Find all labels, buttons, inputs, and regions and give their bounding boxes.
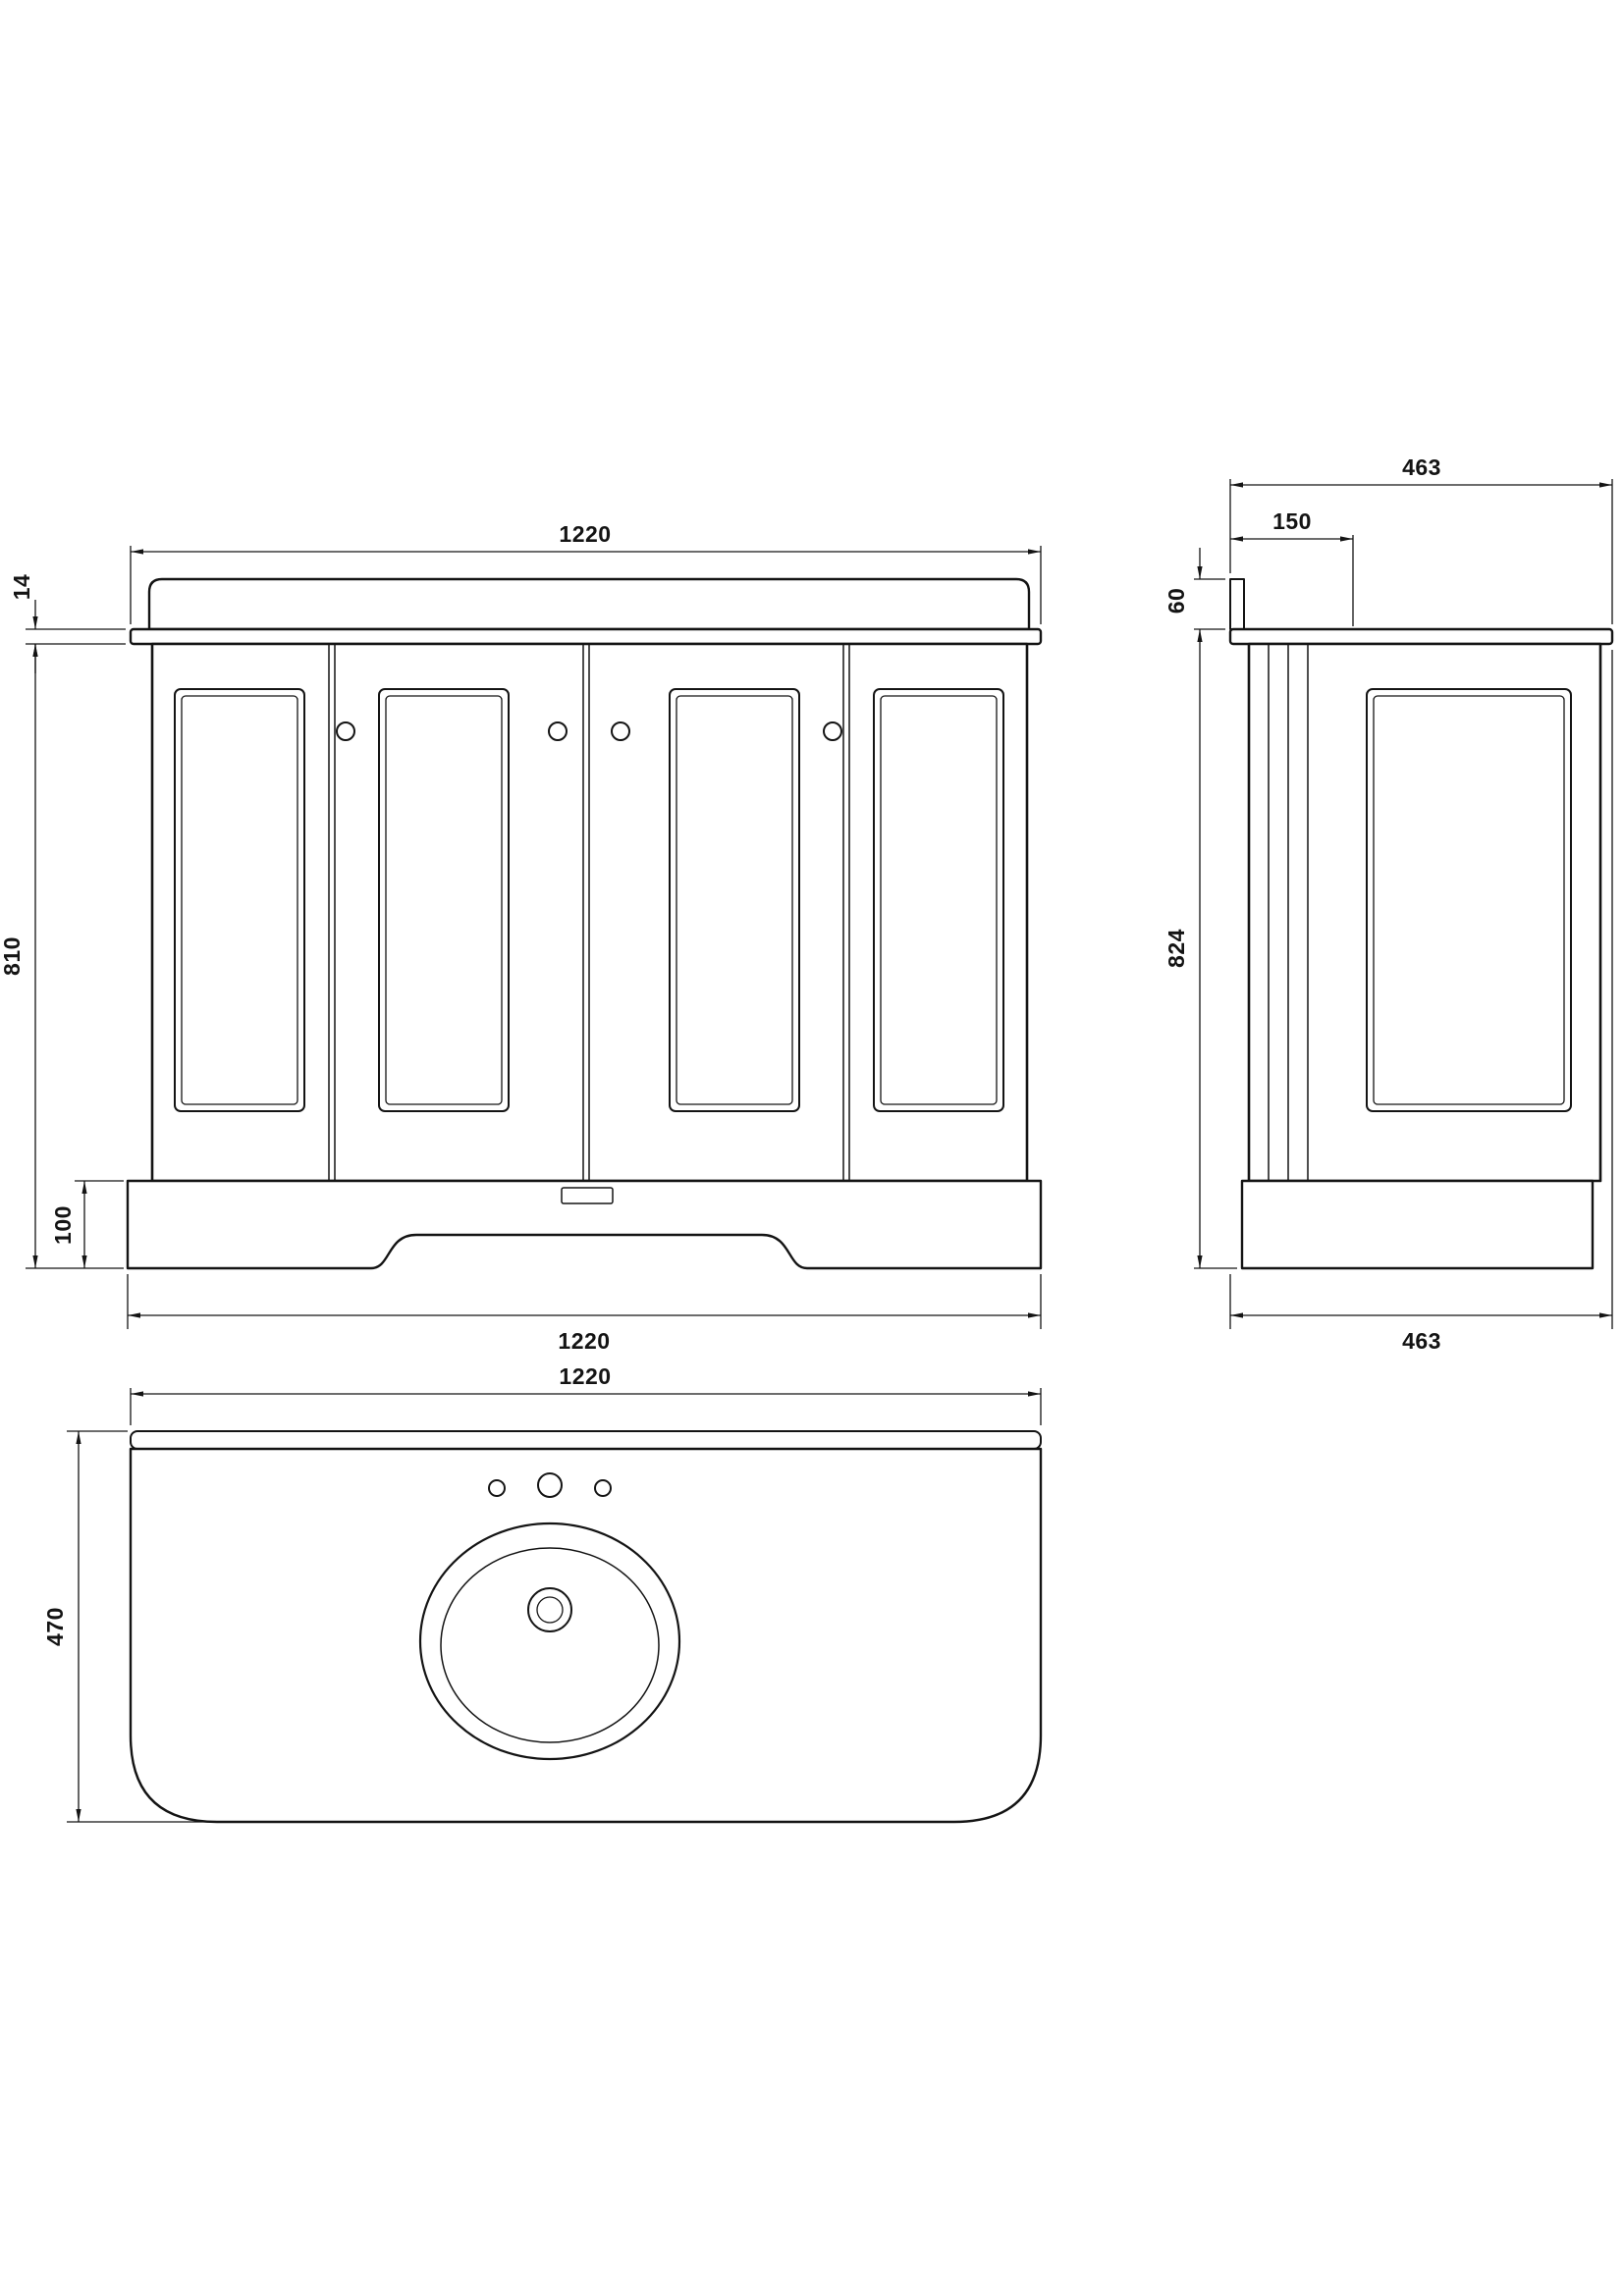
dim-label-front-plinth-height: 100 [50, 1205, 76, 1245]
dim-label-plan-width: 1220 [559, 1363, 611, 1389]
dim-front-width-top: 1220 [130, 521, 1042, 624]
front-door-panel-left-end [174, 688, 305, 1112]
dim-front-height: 810 [0, 644, 124, 1269]
front-door-panel-right-end [873, 688, 1004, 1112]
knob-icon [823, 721, 842, 741]
side-plinth [1240, 1179, 1595, 1270]
tap-hole-icon [594, 1479, 612, 1497]
side-recessed-panel [1366, 688, 1572, 1112]
tap-hole-icon [537, 1472, 563, 1498]
dim-side-back-offset: 150 [1230, 508, 1354, 626]
knob-icon [336, 721, 355, 741]
dim-front-width-bottom: 1220 [127, 1274, 1042, 1354]
side-upstand [1229, 578, 1245, 630]
dim-label-front-width-top: 1220 [559, 521, 611, 547]
front-view [126, 577, 1043, 1270]
plan-basin [418, 1522, 681, 1761]
dim-label-side-depth-top: 463 [1402, 454, 1441, 480]
dim-plan-depth: 470 [42, 1430, 217, 1823]
dim-side-overall-height: 824 [1163, 629, 1237, 1269]
dim-label-front-width-bottom: 1220 [558, 1328, 610, 1354]
side-dimensions: 463 150 60 824 463 [1163, 454, 1613, 1354]
side-view [1228, 578, 1614, 1270]
front-upstand [147, 577, 1031, 631]
plan-upstand-strip [130, 1430, 1042, 1450]
tap-hole-icon [488, 1479, 506, 1497]
dim-label-side-depth-bottom: 463 [1402, 1328, 1441, 1354]
knob-icon [611, 721, 630, 741]
front-door-panel-left [378, 688, 510, 1112]
front-plinth [126, 1179, 1043, 1270]
dim-side-depth-top: 463 [1229, 454, 1613, 624]
basin-outer-rim [418, 1522, 681, 1761]
side-worktop [1228, 627, 1614, 646]
front-plinth-notch [561, 1187, 614, 1204]
basin-inner-rim [440, 1547, 660, 1743]
dim-plan-width: 1220 [130, 1363, 1042, 1425]
dim-label-side-back-offset: 150 [1272, 508, 1312, 534]
dim-label-plan-depth: 470 [42, 1607, 68, 1646]
plan-dimensions: 1220 470 [42, 1363, 1042, 1823]
dim-label-front-worktop-thickness: 14 [9, 574, 34, 601]
dim-front-worktop-thickness: 14 [9, 574, 126, 673]
front-door-gaps [328, 644, 850, 1181]
dim-front-plinth-height: 100 [50, 1180, 124, 1268]
dim-label-side-overall-height: 824 [1163, 929, 1189, 968]
dim-side-upstand-height: 60 [1163, 548, 1225, 630]
front-door-knobs [336, 721, 842, 741]
dim-side-depth-bottom: 463 [1229, 650, 1613, 1354]
basin-waste-inner-icon [536, 1596, 564, 1624]
plan-view [129, 1430, 1043, 1824]
side-back-frame-lines [1268, 644, 1309, 1181]
front-door-panel-right [669, 688, 800, 1112]
dim-label-front-height: 810 [0, 936, 25, 976]
plan-tap-holes [488, 1472, 612, 1498]
knob-icon [548, 721, 568, 741]
front-dimensions: 1220 14 810 100 [0, 521, 1042, 1354]
front-worktop [129, 627, 1043, 646]
basin-waste-icon [527, 1587, 572, 1632]
dim-label-side-upstand-height: 60 [1163, 588, 1189, 614]
